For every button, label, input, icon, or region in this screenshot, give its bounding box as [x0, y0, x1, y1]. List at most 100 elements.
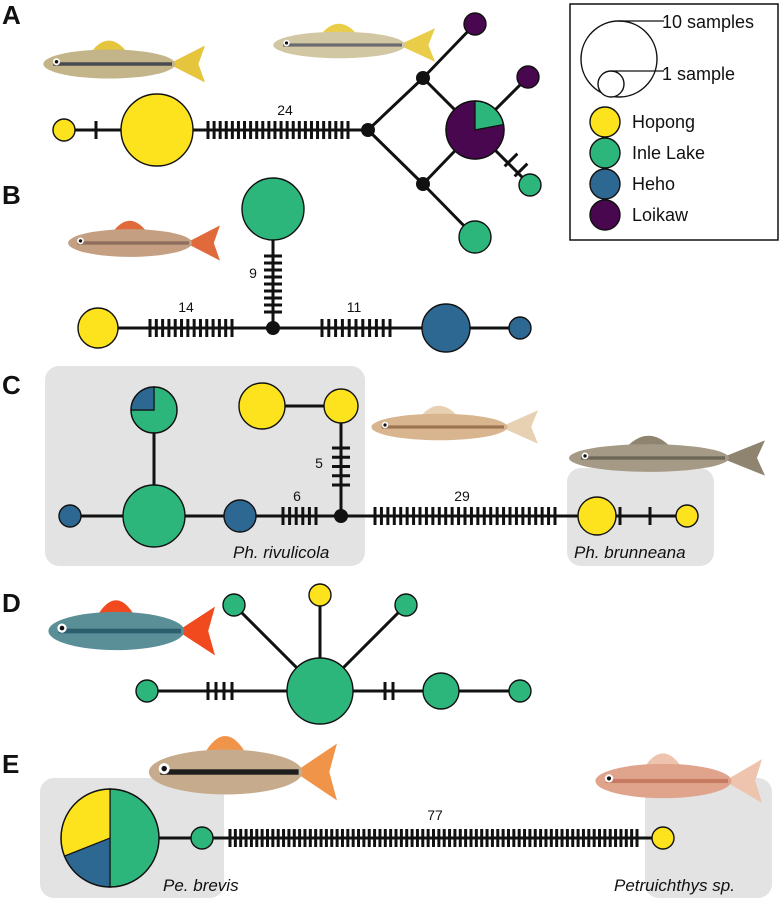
network-edge	[366, 128, 425, 186]
haplotype-node-hopong	[52, 118, 76, 142]
mutation-count-b-up: 9	[249, 265, 257, 281]
network-edge	[366, 76, 425, 132]
mutation-count-b-left: 14	[178, 299, 194, 315]
legend-size-large-label: 10 samples	[662, 12, 754, 32]
fish-tail	[721, 440, 765, 476]
mutation-count-c-up: 5	[315, 455, 323, 471]
fish-dorsal-fin	[646, 753, 681, 766]
median-vector-node	[361, 123, 375, 137]
mutation-count-c-left: 6	[293, 488, 301, 504]
haplotype-node-heho	[421, 303, 471, 353]
fish-stripe	[160, 769, 299, 775]
legend-swatch-hopong	[589, 106, 621, 138]
legend-swatch-loikaw	[589, 199, 621, 231]
haplotype-node-inle	[122, 484, 186, 548]
legend-population-label: Loikaw	[632, 205, 689, 225]
haplotype-node-hopong	[120, 93, 194, 167]
haplotype-node-heho	[223, 499, 257, 533]
haplotype-node-inle	[222, 593, 246, 617]
mutation-count-b-right: 11	[347, 299, 362, 315]
haplotype-node-loikaw	[463, 12, 487, 36]
haplotype-node-inle	[458, 220, 492, 254]
fish-tail	[185, 225, 220, 261]
panel-label-d: D	[2, 588, 21, 618]
legend-swatch-heho	[589, 168, 621, 200]
legend-size-circle-small	[597, 70, 625, 98]
legend-size-small-label: 1 sample	[662, 64, 735, 84]
fish-pupil	[284, 41, 289, 45]
fish-photo-b	[68, 220, 220, 261]
fish-dorsal-fin	[422, 405, 457, 415]
fish-pupil	[59, 625, 65, 631]
fish-tail	[398, 28, 435, 62]
haplotype-node-inle	[241, 177, 305, 241]
fish-stripe	[581, 456, 725, 460]
panel-label-a: A	[2, 0, 21, 30]
median-vector-node	[416, 177, 430, 191]
fish-photo-c-left	[371, 405, 538, 444]
fish-pupil	[383, 423, 387, 427]
fish-tail	[724, 759, 762, 803]
median-vector-node	[416, 71, 430, 85]
haplotype-node-inle	[135, 679, 159, 703]
group-box-petruichthys	[645, 778, 772, 898]
mutation-tick	[503, 152, 519, 168]
haplotype-node-inle-heho-hopong	[60, 788, 160, 888]
mutation-count-a-main: 24	[277, 102, 293, 118]
fish-pupil	[54, 60, 59, 64]
haplotype-node-inle	[394, 593, 418, 617]
mutation-count-e-long: 77	[427, 807, 443, 823]
haplotype-node-hopong	[651, 826, 675, 850]
fish-dorsal-fin	[206, 735, 245, 752]
haplotype-node-hopong	[675, 504, 699, 528]
fish-photo-d	[48, 600, 215, 656]
mutation-tick	[513, 162, 529, 178]
fish-stripe	[58, 628, 181, 634]
haplotype-node-inle-loikaw	[445, 100, 505, 160]
fish-dorsal-fin	[92, 40, 126, 51]
panel-label-e: E	[2, 749, 19, 779]
median-vector-node	[266, 321, 280, 335]
fish-tail	[177, 606, 215, 656]
fish-photo-e-left	[148, 735, 337, 801]
panel-label-c: C	[2, 370, 21, 400]
mutation-ticks	[87, 121, 652, 847]
fish-tail	[168, 45, 205, 83]
haplotype-node-hopong	[323, 388, 359, 424]
pie-outline	[60, 788, 160, 888]
fish-stripe	[605, 778, 728, 784]
fish-dorsal-fin	[629, 435, 669, 446]
haplotype-node-loikaw	[516, 65, 540, 89]
fish-pupil	[161, 765, 167, 772]
haplotype-node-inle	[518, 173, 542, 197]
fish-photo-c-right	[569, 435, 765, 476]
haplotype-node-heho	[58, 504, 82, 528]
haplotype-node-hopong	[238, 382, 286, 430]
fish-stripe	[283, 43, 402, 47]
fish-photos	[43, 23, 765, 803]
haplotype-node-heho	[508, 316, 532, 340]
fish-dorsal-fin	[322, 23, 356, 33]
haplotype-node-inle	[286, 657, 354, 725]
legend-population-label: Inle Lake	[632, 143, 705, 163]
haplotype-nodes	[52, 12, 699, 888]
legend-swatch-inle-lake	[589, 137, 621, 169]
haplotype-node-hopong	[577, 496, 617, 536]
haplotype-node-inle	[508, 679, 532, 703]
median-vector-node	[334, 509, 348, 523]
legend-population-label: Hopong	[632, 112, 695, 132]
fish-stripe	[77, 241, 189, 245]
fish-pupil	[78, 239, 83, 243]
fish-stripe	[53, 62, 173, 66]
legend-population-label: Heho	[632, 174, 675, 194]
haplotype-node-inle-heho	[130, 386, 178, 434]
panel-label-b: B	[2, 180, 21, 210]
haplotype-node-hopong	[77, 307, 119, 349]
fish-photo-a-left	[43, 40, 205, 83]
fish-stripe	[381, 425, 504, 429]
group-label-rivulicola: Ph. rivulicola	[233, 543, 329, 562]
group-label-brunneana: Ph. brunneana	[574, 543, 686, 562]
